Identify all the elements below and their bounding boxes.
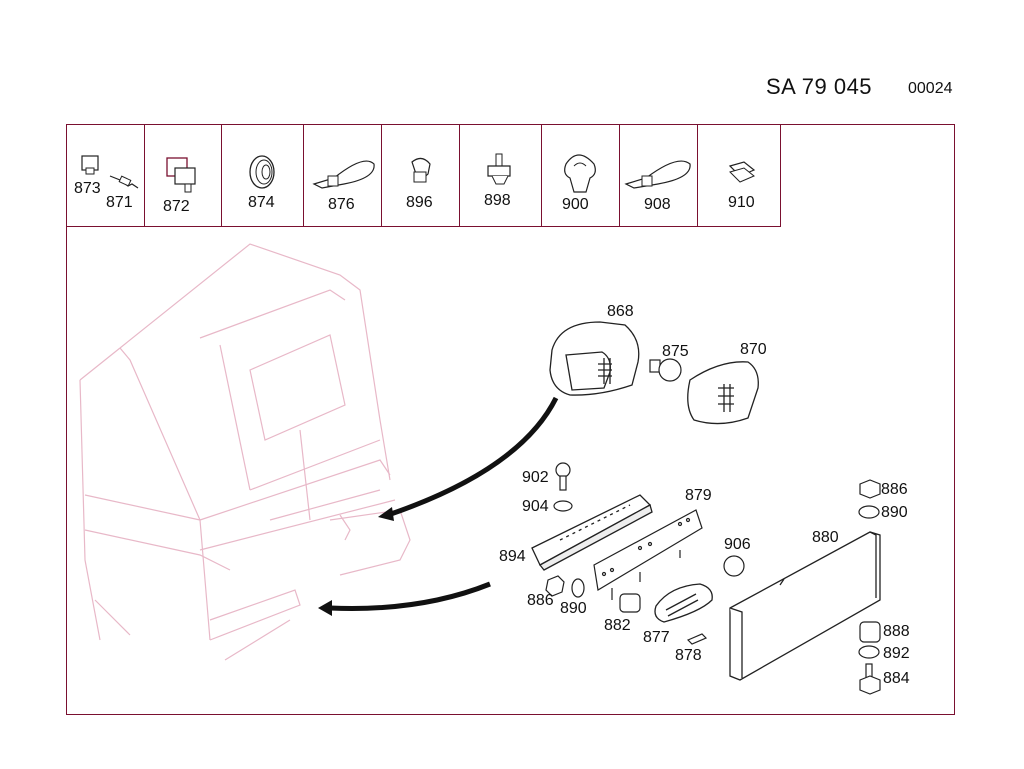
- strip-cell-876: 876: [304, 124, 382, 226]
- cable-strap-icon: [624, 160, 691, 189]
- part-898-label: 898: [484, 192, 511, 209]
- hose-clip-icon: [564, 154, 596, 193]
- strip-cell-898: 898: [460, 124, 542, 226]
- callout-904: 904: [522, 498, 549, 515]
- callout-884: 884: [883, 670, 910, 687]
- part-876-label: 876: [328, 196, 355, 213]
- part-874-label: 874: [248, 194, 275, 211]
- callout-875: 875: [662, 343, 689, 360]
- plug-connector-icon: [166, 157, 196, 193]
- callout-890-top: 890: [881, 504, 908, 521]
- direction-arrows: [318, 396, 559, 616]
- part-908-label: 908: [644, 196, 671, 213]
- license-lamp-lens: [654, 583, 713, 623]
- strip-cell-908: 908: [620, 124, 698, 226]
- small-parts-strip: 873 871 872 874 876 896: [66, 124, 781, 227]
- license-plate-panel: [729, 531, 881, 681]
- connector-housing-icon: [81, 155, 139, 189]
- callout-880: 880: [812, 529, 839, 546]
- combination-tail-lamp: [549, 321, 640, 396]
- retaining-clip-icon: [411, 157, 431, 183]
- indicator-bulb: [649, 358, 682, 382]
- callout-906: 906: [724, 536, 751, 553]
- part-872-label: 872: [163, 198, 190, 215]
- grommet-icon: [249, 155, 275, 189]
- callout-902: 902: [522, 469, 549, 486]
- part-910-label: 910: [728, 194, 755, 211]
- strip-cell-900: 900: [542, 124, 620, 226]
- part-900-label: 900: [562, 196, 589, 213]
- license-lamp-housing: [531, 494, 653, 571]
- callout-892: 892: [883, 645, 910, 662]
- callout-890-bottom: 890: [560, 600, 587, 617]
- callout-886-bottom: 886: [527, 592, 554, 609]
- callout-877: 877: [643, 629, 670, 646]
- part-873-label: 873: [74, 180, 101, 197]
- drawing-number: SA 79 045: [766, 74, 873, 99]
- callout-878: 878: [675, 647, 702, 664]
- expanding-clip-icon: [487, 153, 511, 185]
- strip-cell-896: 896: [382, 124, 460, 226]
- callout-870: 870: [740, 341, 767, 358]
- strip-cell-874: 874: [222, 124, 304, 226]
- side-marker-lamp: [687, 361, 759, 425]
- callout-882: 882: [604, 617, 631, 634]
- callout-879: 879: [685, 487, 712, 504]
- cable-tie-icon: [312, 160, 375, 189]
- strip-cell-872: 872: [145, 124, 222, 226]
- part-871-label: 871: [106, 194, 133, 211]
- small-hardware: [545, 462, 881, 695]
- strip-cell-873-871: 873 871: [66, 124, 145, 226]
- callout-888: 888: [883, 623, 910, 640]
- sheet-number: 00024: [908, 80, 953, 97]
- callout-886-top: 886: [881, 481, 908, 498]
- license-plate-bracket-bar: [593, 509, 703, 600]
- diagram-frame: [66, 124, 955, 715]
- strip-cell-910: 910: [698, 124, 781, 226]
- callout-868: 868: [607, 303, 634, 320]
- vehicle-rear-outline: [79, 243, 411, 661]
- part-896-label: 896: [406, 194, 433, 211]
- callout-894: 894: [499, 548, 526, 565]
- spring-nut-icon: [728, 161, 756, 183]
